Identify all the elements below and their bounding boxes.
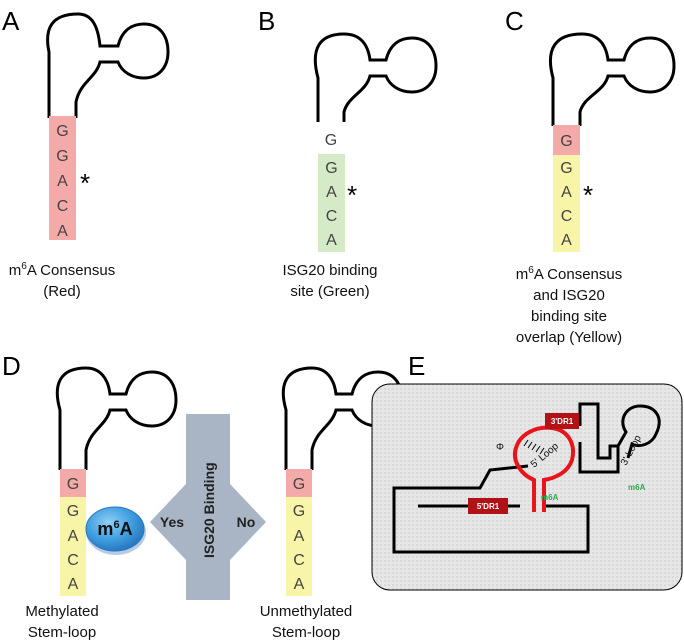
stem-loop-b bbox=[313, 32, 438, 122]
panel-b: B G G A C A * ISG20 binding site (Green) bbox=[258, 6, 438, 300]
caption-c-4: overlap (Yellow) bbox=[516, 329, 622, 346]
base-d-left-1: G bbox=[67, 476, 79, 493]
base-c-5: A bbox=[561, 232, 572, 249]
dr1-3prime-box bbox=[545, 413, 579, 429]
base-c-1: G bbox=[560, 133, 572, 150]
red-box-d-left bbox=[60, 469, 86, 497]
arrow-right-no bbox=[220, 484, 266, 560]
base-a-5: A bbox=[57, 223, 68, 240]
phi-symbol: Φ bbox=[496, 442, 504, 453]
base-b-3: C bbox=[326, 208, 338, 225]
dr1-5prime-box bbox=[468, 498, 508, 514]
yellow-box-d-right bbox=[286, 497, 312, 596]
panel-letter-d: D bbox=[2, 351, 21, 381]
isg20-binding-label: ISG20 Binding bbox=[201, 462, 217, 558]
base-a-4: C bbox=[57, 198, 69, 215]
base-d-left-3: A bbox=[68, 528, 79, 545]
arrow-left-yes bbox=[150, 484, 196, 560]
star-a: * bbox=[80, 168, 90, 198]
panel-letter-c: C bbox=[505, 6, 524, 36]
binding-bar bbox=[186, 414, 230, 600]
yellow-box-c bbox=[553, 155, 580, 252]
star-b: * bbox=[347, 180, 357, 210]
stem-loop-d-right bbox=[281, 366, 404, 470]
caption-a-1: m6A Consensus bbox=[9, 261, 115, 279]
panel-e: E 3' Loop m6A 5' Loop Φ m6A 3'DR1 5'DR1 bbox=[371, 351, 683, 591]
base-d-right-2: G bbox=[293, 503, 305, 520]
stem-loop-d-left bbox=[55, 366, 178, 470]
three-prime-loop bbox=[616, 404, 661, 459]
caption-a-2: (Red) bbox=[43, 283, 81, 300]
base-d-left-5: A bbox=[68, 576, 79, 593]
panel-d: D G G A C A m6A Yes No ISG20 Binding G G… bbox=[2, 351, 404, 641]
no-label: No bbox=[237, 514, 256, 530]
caption-d-right-2: Stem-loop bbox=[272, 624, 340, 641]
m6a-label-2: m6A bbox=[628, 483, 646, 492]
base-d-right-4: C bbox=[293, 552, 305, 569]
base-a-2: G bbox=[56, 148, 68, 165]
stem-loop-c bbox=[548, 32, 676, 126]
m6a-bubble-label: m6A bbox=[97, 519, 132, 539]
panel-letter-a: A bbox=[2, 6, 20, 36]
star-c: * bbox=[583, 180, 593, 210]
m6a-bubble: m6A bbox=[85, 506, 146, 555]
base-c-2: G bbox=[560, 160, 572, 177]
base-a-3: A bbox=[57, 173, 68, 190]
red-box-c bbox=[553, 125, 580, 155]
yes-label: Yes bbox=[160, 514, 184, 530]
dr1-3prime-label: 3'DR1 bbox=[551, 417, 574, 426]
base-d-right-5: A bbox=[294, 576, 305, 593]
rna-backbone-3prime bbox=[578, 402, 620, 474]
panel-letter-b: B bbox=[258, 6, 275, 36]
caption-b-1: ISG20 binding bbox=[282, 262, 377, 279]
m6a-label-1: m6A bbox=[541, 493, 559, 502]
stem-ticks bbox=[523, 439, 545, 455]
panel-a: A G G A C A * m6A Consensus (Red) bbox=[2, 6, 170, 300]
green-box-b bbox=[318, 154, 345, 252]
caption-b-2: site (Green) bbox=[290, 283, 369, 300]
panel-letter-e: E bbox=[408, 351, 425, 381]
panel-e-background bbox=[371, 383, 683, 591]
caption-d-right-1: Unmethylated bbox=[260, 603, 353, 620]
base-b-2: A bbox=[326, 184, 337, 201]
stem-loop-a bbox=[46, 12, 170, 118]
yellow-box-d-left bbox=[60, 497, 86, 596]
base-b-1: G bbox=[325, 160, 337, 177]
base-b-4: A bbox=[326, 232, 337, 249]
base-d-left-2: G bbox=[67, 503, 79, 520]
panel-c: C G G A C A * m6A Consensus and ISG20 bi… bbox=[505, 6, 676, 346]
base-c-4: C bbox=[561, 208, 573, 225]
red-box-d-right bbox=[286, 469, 312, 497]
base-d-right-3: A bbox=[294, 528, 305, 545]
dr1-5prime-label: 5'DR1 bbox=[477, 502, 500, 511]
base-b-top: G bbox=[325, 132, 337, 149]
caption-d-left-2: Stem-loop bbox=[28, 624, 96, 641]
base-c-3: A bbox=[561, 184, 572, 201]
caption-c-2: and ISG20 bbox=[533, 287, 605, 304]
base-a-1: G bbox=[56, 123, 68, 140]
base-d-right-1: G bbox=[293, 476, 305, 493]
caption-c-3: binding site bbox=[531, 308, 607, 325]
red-box-a bbox=[49, 116, 76, 240]
caption-d-left-1: Methylated bbox=[25, 603, 98, 620]
caption-c-1: m6A Consensus bbox=[516, 265, 622, 283]
base-d-left-4: C bbox=[67, 552, 79, 569]
